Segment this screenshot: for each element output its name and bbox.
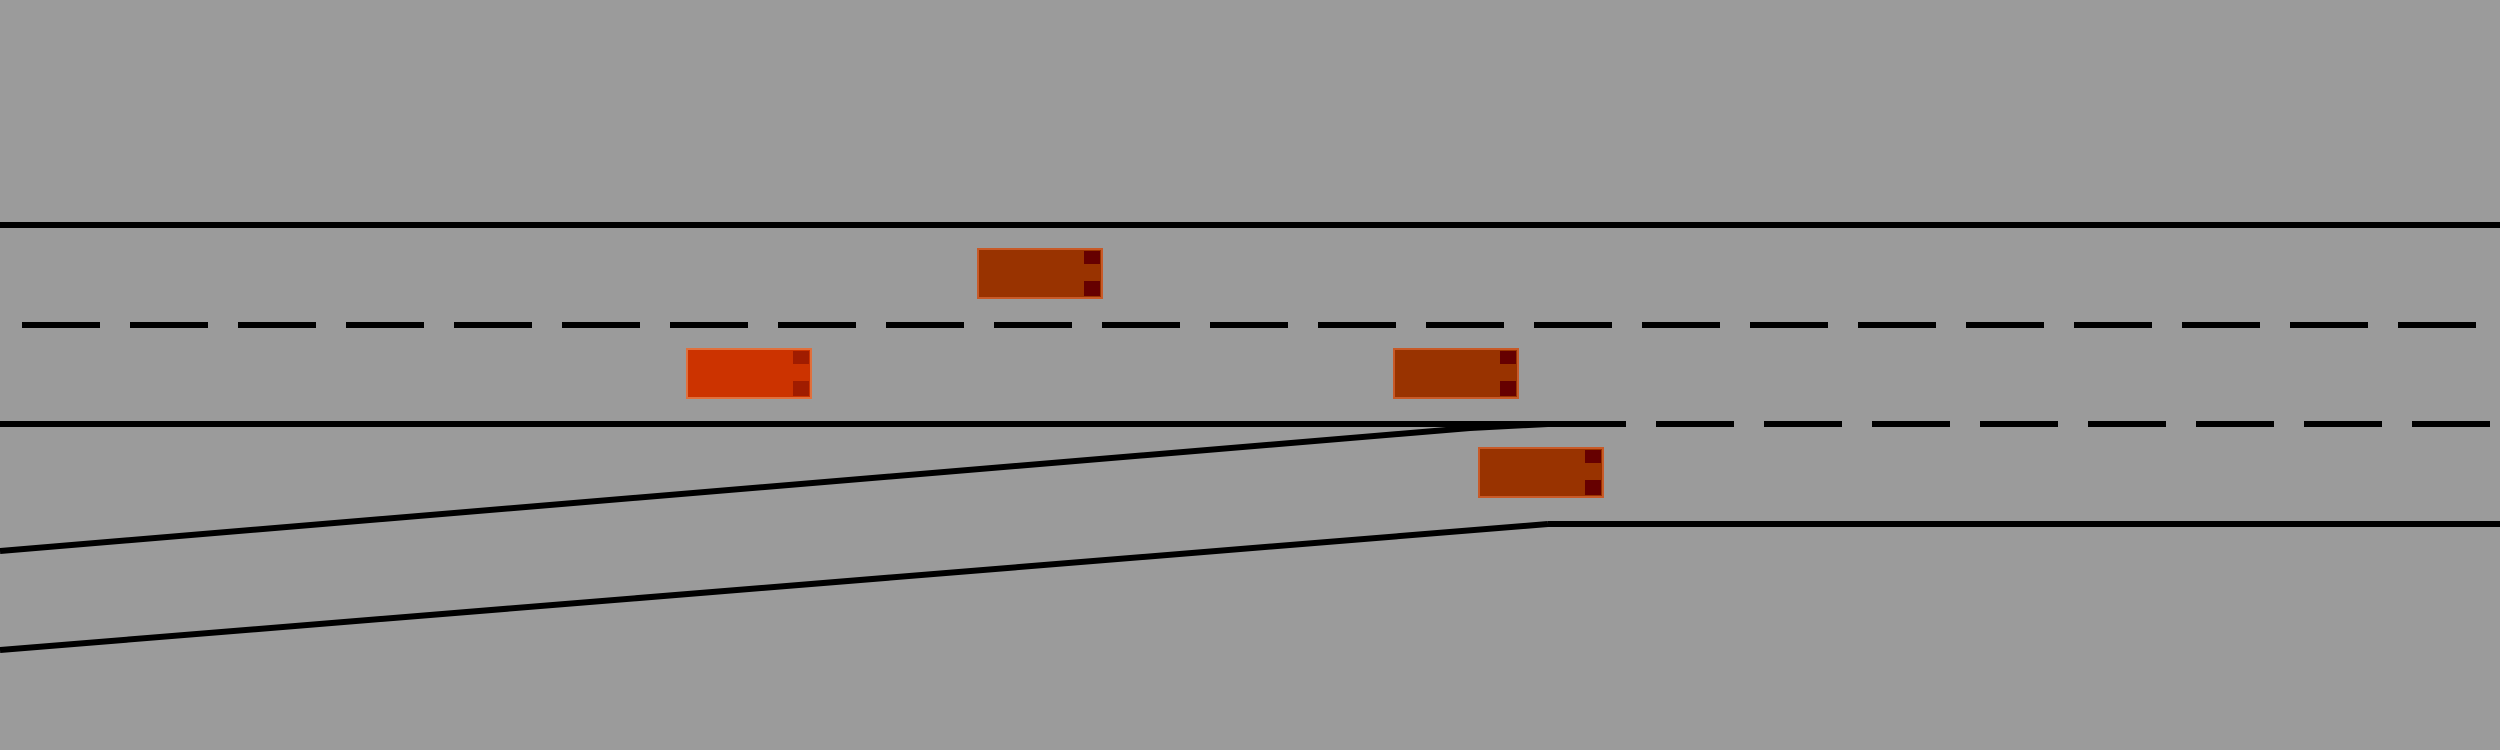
headlight-icon bbox=[1084, 251, 1100, 264]
vehicles bbox=[686, 248, 1604, 498]
headlight-icon bbox=[1084, 281, 1100, 296]
headlight-icon bbox=[793, 381, 809, 396]
road-markings bbox=[0, 222, 2500, 653]
on-ramp-bottom-edge bbox=[0, 521, 1549, 653]
headlight-icon bbox=[1585, 450, 1601, 463]
headlight-icon bbox=[1500, 351, 1516, 364]
other-vehicle bbox=[1393, 348, 1519, 399]
other-vehicle bbox=[1478, 447, 1604, 498]
on-ramp-top-edge bbox=[0, 421, 1549, 554]
headlight-icon bbox=[1585, 480, 1601, 495]
headlight-icon bbox=[793, 351, 809, 364]
vehicle-body bbox=[977, 248, 1103, 299]
headlight-icon bbox=[1500, 381, 1516, 396]
vehicle-body bbox=[686, 348, 812, 399]
vehicle-body bbox=[1393, 348, 1519, 399]
other-vehicle bbox=[977, 248, 1103, 299]
ego-vehicle bbox=[686, 348, 812, 399]
vehicle-body bbox=[1478, 447, 1604, 498]
